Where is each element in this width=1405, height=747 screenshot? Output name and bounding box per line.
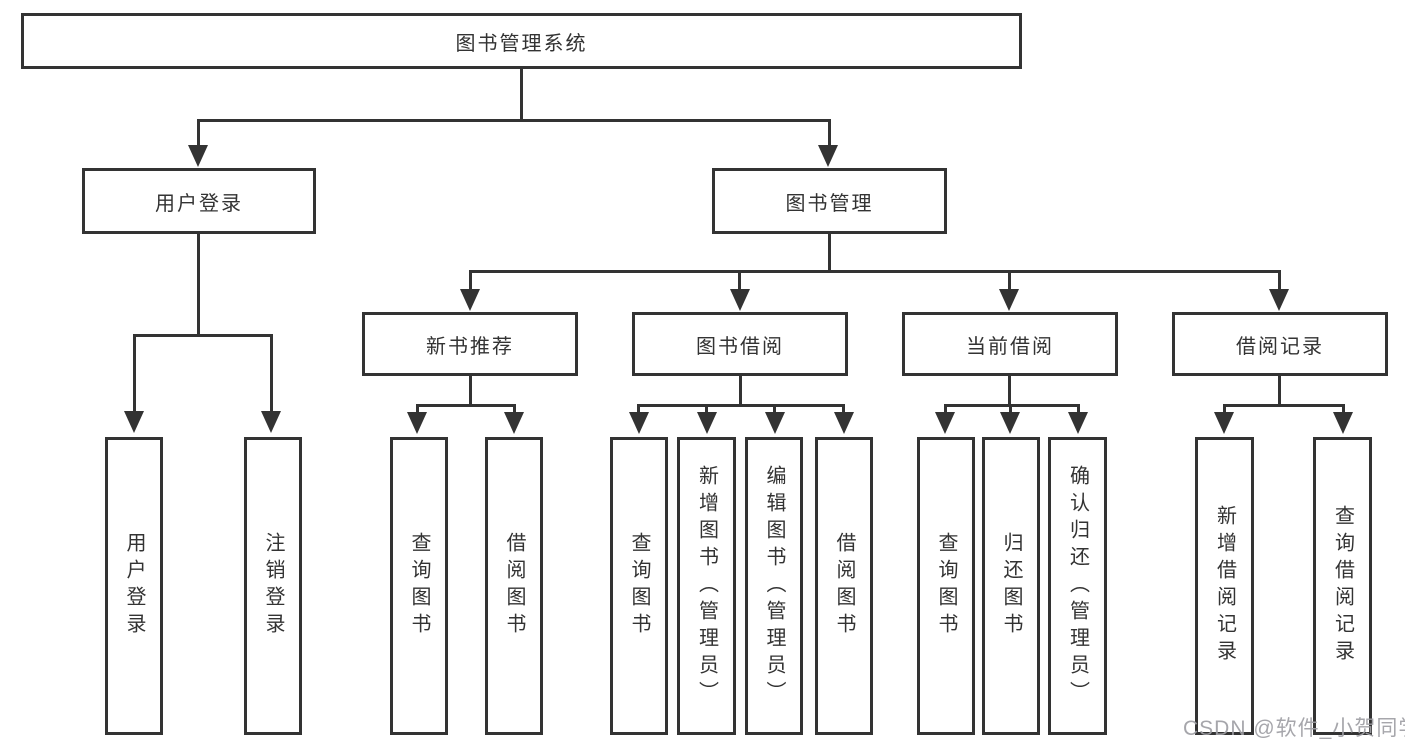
leaf-confirm-return-admin: 确认归还（管理员） bbox=[1048, 437, 1107, 735]
connector-line bbox=[1077, 404, 1080, 413]
connector-line bbox=[1008, 376, 1011, 406]
connector-line bbox=[133, 334, 136, 412]
leaf-query-books-current: 查询图书 bbox=[917, 437, 975, 735]
connector-line bbox=[705, 404, 708, 413]
leaf-query-books-recommend: 查询图书 bbox=[390, 437, 448, 735]
connector-line bbox=[520, 69, 523, 121]
node-user-login: 用户登录 bbox=[82, 168, 316, 234]
arrow-down-icon bbox=[629, 412, 649, 434]
arrow-down-icon bbox=[1333, 412, 1353, 434]
arrow-down-icon bbox=[261, 411, 281, 433]
arrow-down-icon bbox=[124, 411, 144, 433]
connector-line bbox=[828, 234, 831, 272]
leaf-borrow-books-recommend: 借阅图书 bbox=[485, 437, 543, 735]
connector-line bbox=[944, 404, 1080, 407]
node-book-borrowing: 图书借阅 bbox=[632, 312, 848, 376]
leaf-label: 查询图书 bbox=[935, 532, 957, 640]
node-label: 图书借阅 bbox=[696, 335, 784, 358]
connector-line bbox=[828, 119, 831, 147]
leaf-logout-login: 注销登录 bbox=[244, 437, 302, 735]
leaf-query-borrow-record: 查询借阅记录 bbox=[1313, 437, 1372, 735]
arrow-down-icon bbox=[834, 412, 854, 434]
connector-line bbox=[1278, 270, 1281, 290]
connector-line bbox=[842, 404, 845, 413]
connector-line bbox=[1278, 376, 1281, 406]
node-label: 用户登录 bbox=[155, 192, 243, 215]
leaf-edit-books-admin: 编辑图书（管理员） bbox=[745, 437, 803, 735]
leaf-label: 新增图书（管理员） bbox=[695, 464, 718, 708]
connector-line bbox=[133, 334, 273, 337]
connector-line bbox=[469, 270, 1281, 273]
leaf-label: 查询图书 bbox=[408, 532, 430, 640]
arrow-down-icon bbox=[765, 412, 785, 434]
node-label: 图书管理系统 bbox=[455, 32, 588, 55]
leaf-label: 确认归还（管理员） bbox=[1066, 464, 1089, 708]
connector-line bbox=[1009, 404, 1012, 413]
arrow-down-icon bbox=[1068, 412, 1088, 434]
leaf-label: 查询图书 bbox=[628, 532, 650, 640]
node-label: 当前借阅 bbox=[966, 335, 1054, 358]
arrow-down-icon bbox=[935, 412, 955, 434]
leaf-label: 查询借阅记录 bbox=[1331, 505, 1354, 667]
connector-line bbox=[739, 376, 742, 406]
connector-line bbox=[1008, 270, 1011, 290]
leaf-label: 注销登录 bbox=[262, 532, 284, 640]
node-label: 借阅记录 bbox=[1236, 335, 1324, 358]
leaf-label: 用户登录 bbox=[123, 532, 145, 640]
node-library-management-system: 图书管理系统 bbox=[21, 13, 1022, 69]
arrow-down-icon bbox=[504, 412, 524, 434]
leaf-add-borrow-record: 新增借阅记录 bbox=[1195, 437, 1254, 735]
node-current-borrowing: 当前借阅 bbox=[902, 312, 1118, 376]
connector-line bbox=[270, 334, 273, 412]
arrow-down-icon bbox=[1269, 289, 1289, 311]
connector-line bbox=[738, 270, 741, 290]
arrow-down-icon bbox=[999, 289, 1019, 311]
connector-line bbox=[197, 119, 831, 122]
node-borrowing-records: 借阅记录 bbox=[1172, 312, 1388, 376]
node-book-management: 图书管理 bbox=[712, 168, 947, 234]
connector-line bbox=[197, 234, 200, 336]
connector-line bbox=[416, 404, 419, 413]
leaf-add-books-admin: 新增图书（管理员） bbox=[677, 437, 736, 735]
connector-line bbox=[1223, 404, 1345, 407]
connector-line bbox=[197, 119, 200, 147]
connector-line bbox=[416, 404, 516, 407]
connector-line bbox=[469, 270, 472, 290]
leaf-label: 新增借阅记录 bbox=[1213, 505, 1236, 667]
arrow-down-icon bbox=[697, 412, 717, 434]
leaf-label: 归还图书 bbox=[1000, 532, 1022, 640]
connector-line bbox=[944, 404, 947, 413]
connector-line bbox=[1342, 404, 1345, 413]
arrow-down-icon bbox=[818, 145, 838, 167]
connector-line bbox=[773, 404, 776, 413]
leaf-label: 借阅图书 bbox=[503, 532, 525, 640]
leaf-label: 借阅图书 bbox=[833, 532, 855, 640]
connector-line bbox=[513, 404, 516, 413]
arrow-down-icon bbox=[1000, 412, 1020, 434]
connector-line bbox=[637, 404, 845, 407]
csdn-watermark: CSDN @软件_小贺同学 bbox=[1183, 717, 1405, 740]
leaf-return-books: 归还图书 bbox=[982, 437, 1040, 735]
arrow-down-icon bbox=[188, 145, 208, 167]
arrow-down-icon bbox=[730, 289, 750, 311]
arrow-down-icon bbox=[407, 412, 427, 434]
connector-line bbox=[1223, 404, 1226, 413]
leaf-query-books-borrowing: 查询图书 bbox=[610, 437, 668, 735]
arrow-down-icon bbox=[460, 289, 480, 311]
arrow-down-icon bbox=[1214, 412, 1234, 434]
node-label: 图书管理 bbox=[785, 192, 874, 215]
leaf-user-login: 用户登录 bbox=[105, 437, 163, 735]
leaf-label: 编辑图书（管理员） bbox=[763, 464, 785, 708]
node-label: 新书推荐 bbox=[426, 335, 514, 358]
node-new-book-recommendation: 新书推荐 bbox=[362, 312, 578, 376]
connector-line bbox=[469, 376, 472, 406]
connector-line bbox=[637, 404, 640, 413]
leaf-borrow-books: 借阅图书 bbox=[815, 437, 873, 735]
